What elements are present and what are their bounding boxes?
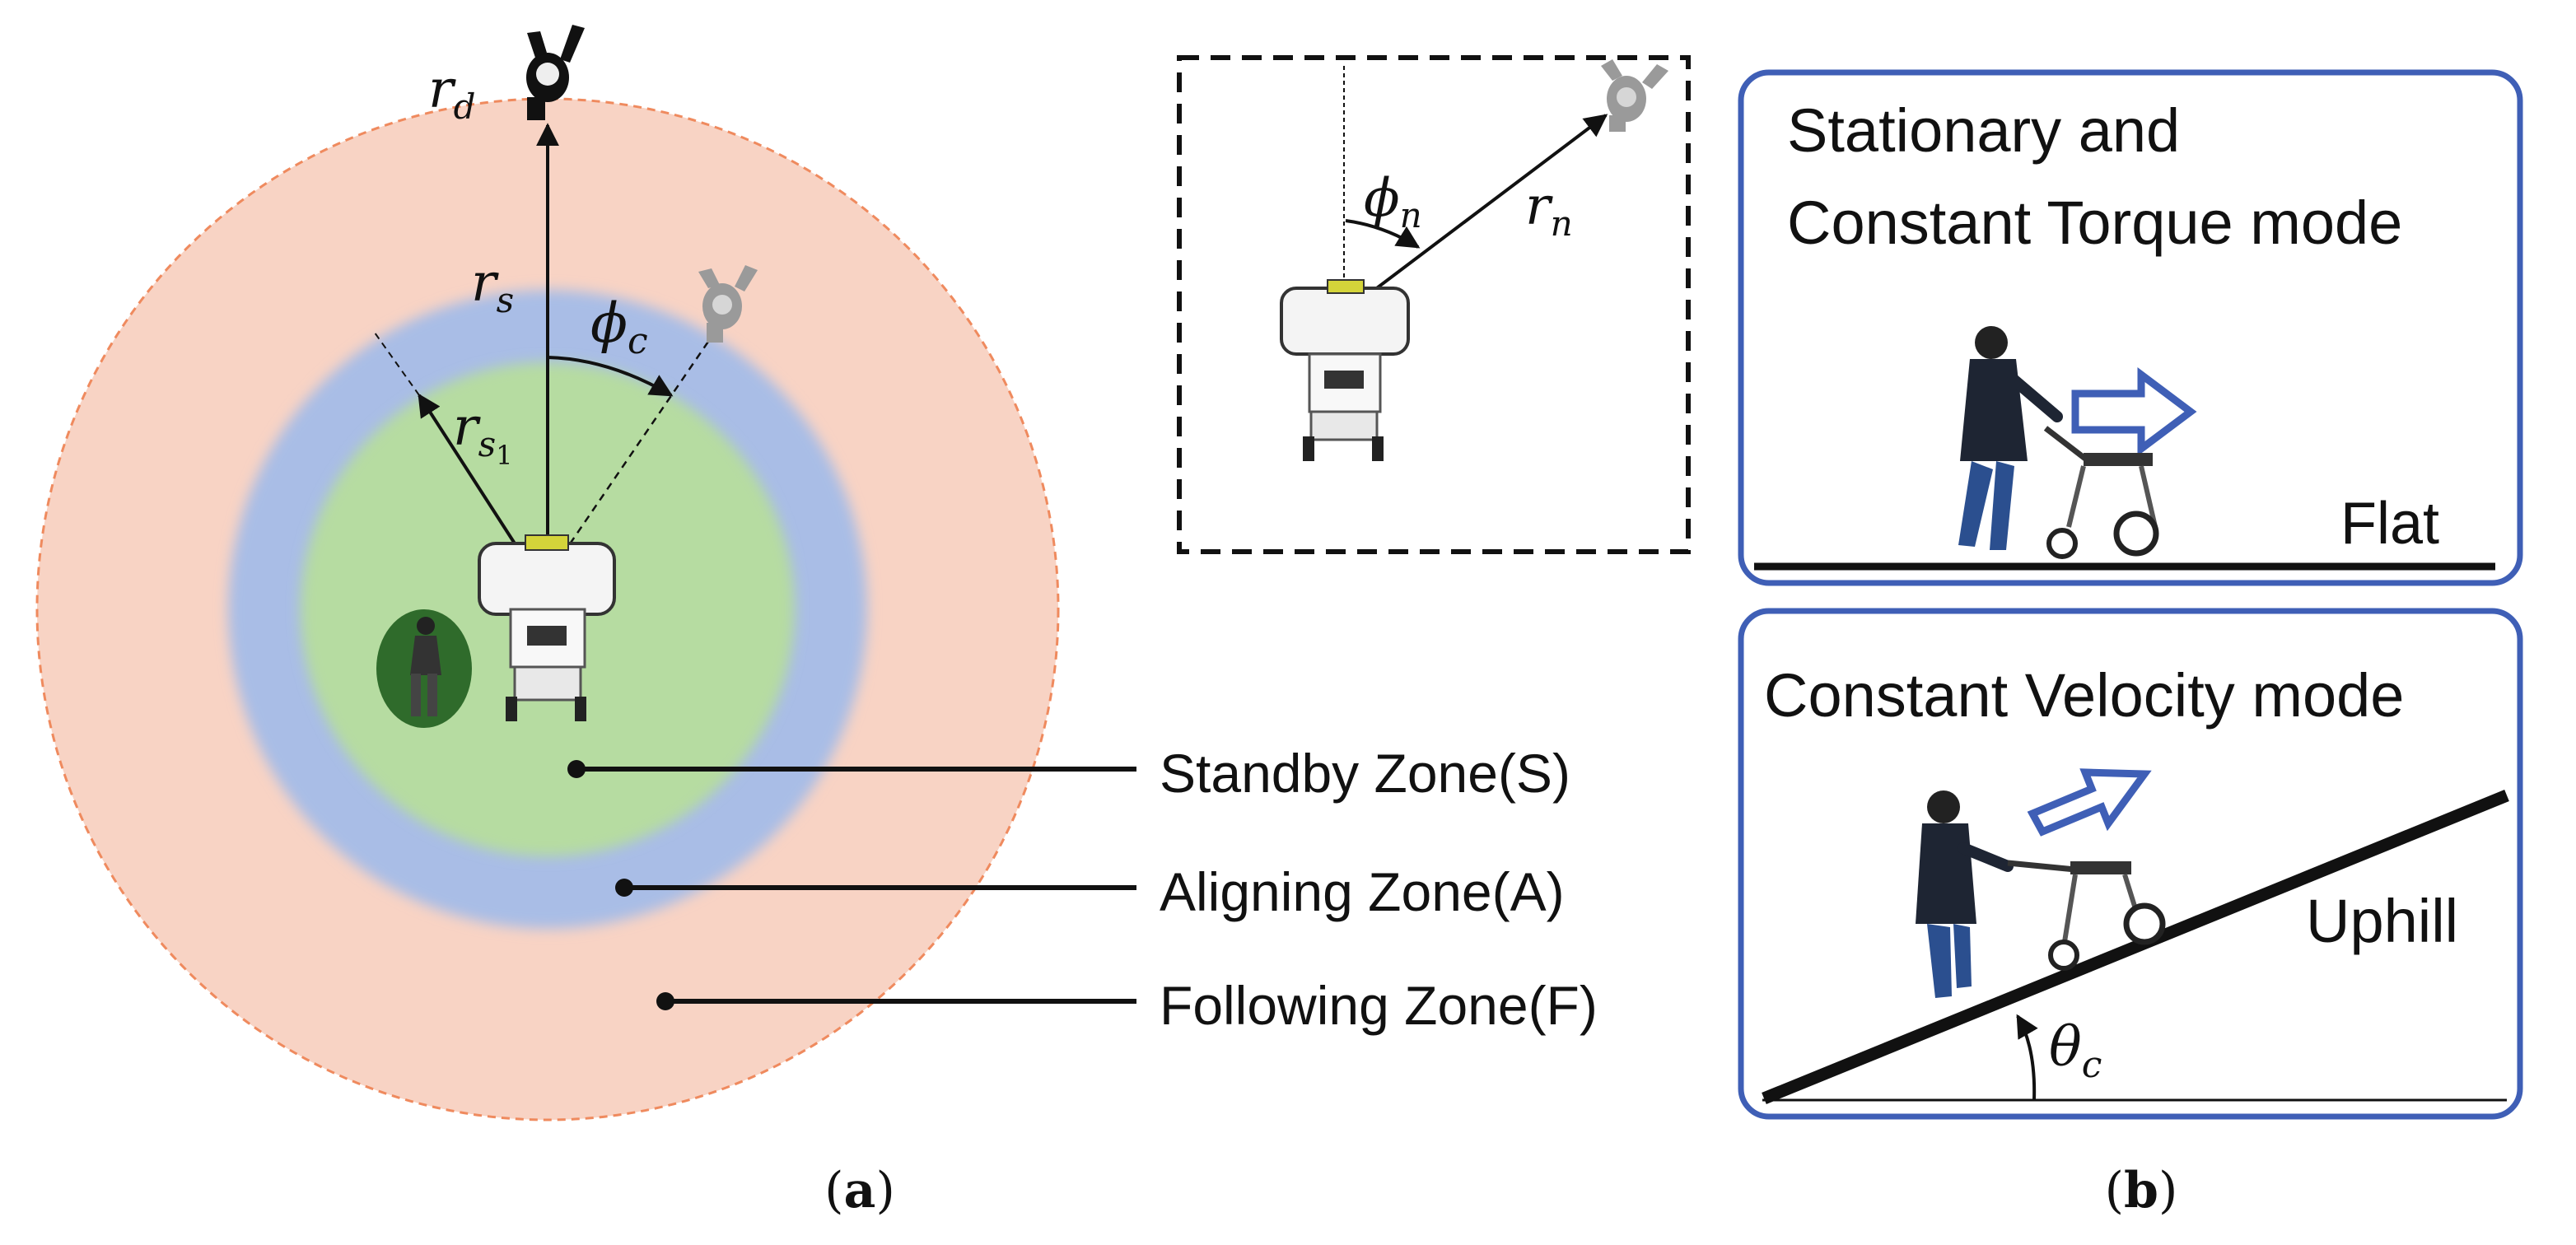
theta-c-label: θc [2049, 1015, 2102, 1086]
person-gray-icon [698, 265, 758, 343]
mode-box-constant-velocity: Constant Velocity mode Uphill θc [1738, 608, 2523, 1120]
box1-cart-figure [2043, 426, 2159, 559]
aligning-zone-label: Aligning Zone(A) [1160, 861, 1565, 922]
caption-b: (b) [2105, 1162, 2178, 1219]
standby-zone-label: Standby Zone(S) [1160, 743, 1570, 804]
uphill-label: Uphill [2306, 887, 2458, 955]
phi-c-dashed-line [546, 320, 724, 577]
theta-c-arc [2016, 1014, 2038, 1101]
r-n-label: rn [1525, 176, 1573, 244]
r-n-arrow [1342, 114, 1608, 315]
box1-person-figure [1958, 326, 2063, 550]
box1-frame [1738, 69, 2523, 586]
box2-person-figure [1916, 790, 2014, 998]
golf-cart-robot [478, 534, 616, 721]
phi-c-arc [547, 356, 674, 397]
inset-panel: ϕn rn [1177, 55, 1691, 554]
uphill-slope [1762, 790, 2509, 1104]
mode-box-stationary: Stationary and Constant Torque mode Flat [1738, 69, 2523, 586]
phi-c-label: ϕc [590, 291, 648, 362]
box2-direction-arrow [2027, 768, 2152, 837]
person-dark-icon [526, 25, 585, 120]
following-zone-label: Following Zone(F) [1160, 975, 1598, 1036]
panel-b: Stationary and Constant Torque mode Flat [1738, 69, 2523, 1219]
r-s-label: rs [471, 253, 514, 320]
inset-frame [1177, 55, 1691, 554]
inset-robot [1280, 279, 1410, 461]
box1-title-line2: Constant Torque mode [1787, 189, 2402, 257]
box2-title: Constant Velocity mode [1764, 661, 2404, 730]
r-s1-arrow [418, 393, 516, 545]
r-d-label: rd [428, 59, 475, 127]
golfer-thumbnail [376, 609, 472, 728]
box2-cart-figure [2007, 860, 2166, 971]
r-s1-label: rs1 [453, 397, 513, 471]
phi-n-label: ϕn [1364, 168, 1422, 235]
r-s1-dashed-extension [374, 332, 420, 396]
inset-person-gray-icon [1601, 59, 1668, 132]
caption-a: (a) [824, 1162, 895, 1219]
flat-label: Flat [2340, 491, 2439, 557]
box1-direction-arrow [2071, 367, 2197, 456]
phi-n-arc [1345, 219, 1421, 249]
panel-a: rd rs rs1 ϕc Standby Zone(S) Aligning Zo… [35, 25, 1598, 1219]
box1-title-line1: Stationary and [1787, 96, 2180, 165]
